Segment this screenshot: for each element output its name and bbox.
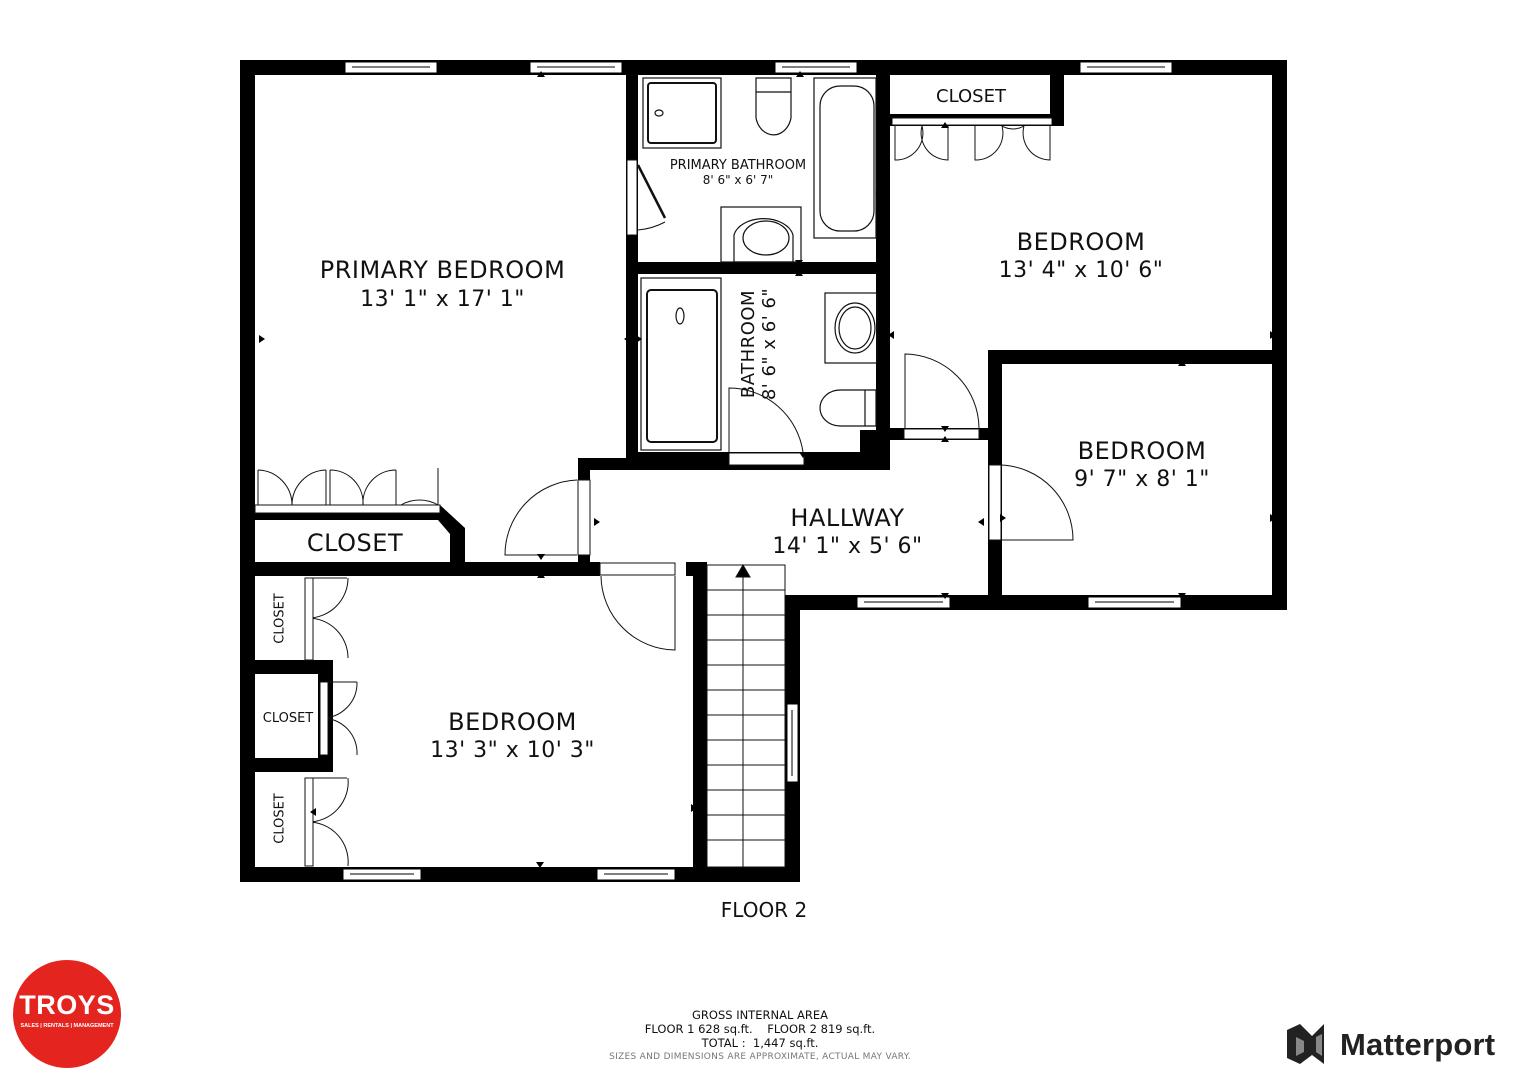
bathroom-name: BATHROOM (738, 289, 759, 399)
bedroom-ne-name: BEDROOM (1016, 228, 1146, 256)
troys-logo: TROYS SALES | RENTALS | MANAGEMENT (13, 960, 121, 1068)
bedroom-sw-name: BEDROOM (448, 708, 577, 736)
closet-primary-label: CLOSET (306, 529, 404, 557)
primary-bathroom-dims: 8' 6" x 6' 7" (702, 173, 774, 187)
area-floors: FLOOR 1 628 sq.ft. FLOOR 2 819 sq.ft. (644, 1022, 876, 1036)
bedroom-sw-dims: 13' 3" x 10' 3" (430, 738, 595, 763)
bathroom-dims: 8' 6" x 6' 6" (759, 287, 780, 401)
bedroom-e-name: BEDROOM (1077, 437, 1207, 465)
stairs (706, 564, 786, 868)
doors (254, 117, 1074, 867)
area-disclaimer: SIZES AND DIMENSIONS ARE APPROXIMATE, AC… (609, 1052, 911, 1062)
troys-logo-name: TROYS (19, 990, 115, 1020)
bathroom-label: BATHROOM 8' 6" x 6' 6" (738, 274, 782, 414)
matterport-logo-icon (1287, 1024, 1324, 1064)
closet-sw-3-label: CLOSET (272, 793, 288, 844)
floor-label: FLOOR 2 (720, 898, 808, 922)
gross-area-block: GROSS INTERNAL AREA FLOOR 1 628 sq.ft. F… (560, 1008, 960, 1064)
primary-bathroom-name: PRIMARY BATHROOM (669, 158, 807, 173)
bedroom-e-dims: 9' 7" x 8' 1" (1074, 467, 1210, 492)
hallway-name: HALLWAY (790, 504, 905, 532)
primary-bedroom-dims: 13' 1" x 17' 1" (360, 287, 525, 312)
bathroom-fixtures (640, 77, 878, 451)
area-total: TOTAL : 1,447 sq.ft. (701, 1036, 819, 1050)
dimension-markers (259, 71, 1276, 868)
troys-logo-tagline: SALES | RENTALS | MANAGEMENT (20, 1023, 114, 1029)
windows (342, 61, 1182, 881)
bedroom-ne-dims: 13' 4" x 10' 6" (998, 258, 1164, 283)
matterport-logo: Matterport (1330, 1023, 1495, 1067)
closet-sw-1-label: CLOSET (272, 593, 288, 644)
area-title: GROSS INTERNAL AREA (691, 1008, 828, 1022)
closet-sw-2-label: CLOSET (262, 711, 314, 726)
closet-ne-label: CLOSET (936, 86, 1006, 107)
primary-bedroom-name: PRIMARY BEDROOM (319, 256, 566, 284)
matterport-logo-text: Matterport (1340, 1027, 1496, 1062)
hallway-dims: 14' 1" x 5' 6" (772, 534, 923, 559)
